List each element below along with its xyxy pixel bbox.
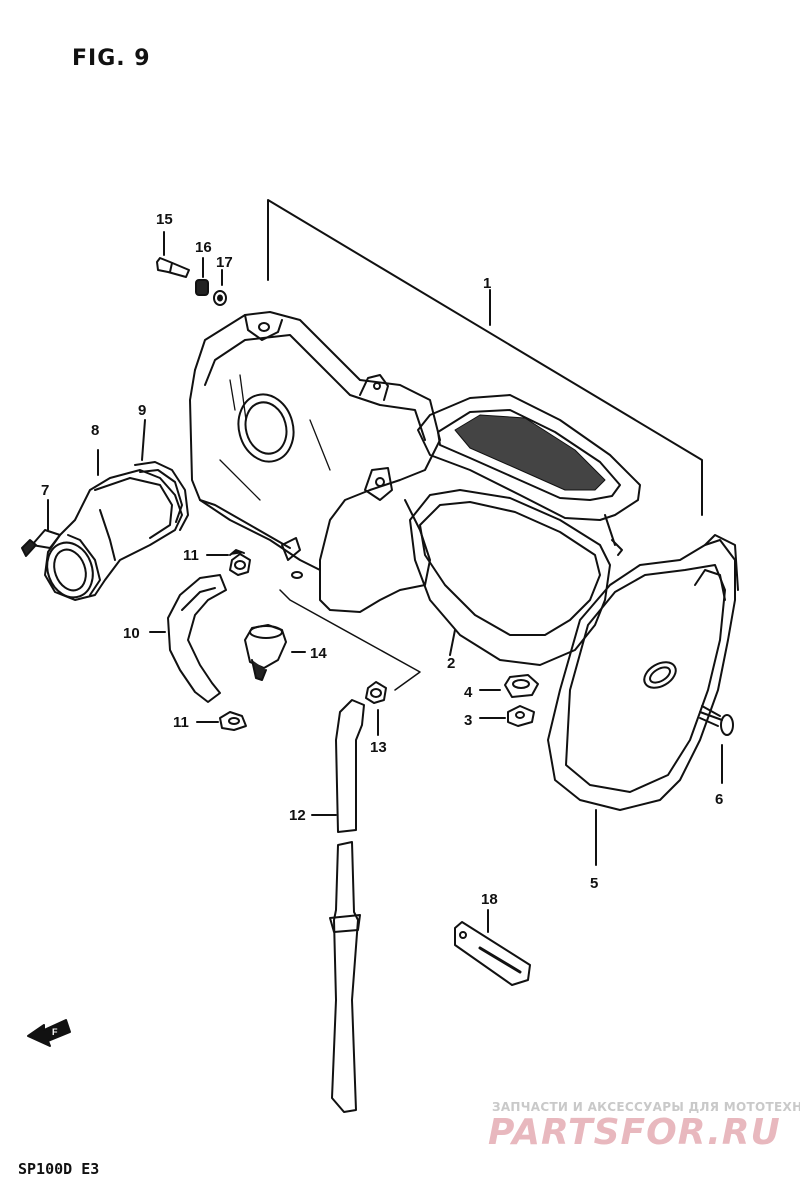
- air-cleaner-cover-5: [547, 534, 739, 866]
- callout-part-11-upper: 11: [183, 547, 199, 564]
- seal-4: [479, 674, 539, 698]
- callout-part-14: 14: [310, 645, 327, 662]
- plate-18: [454, 909, 531, 986]
- direction-arrow-text: F: [52, 1027, 58, 1037]
- callout-part-5: 5: [590, 875, 599, 892]
- callout-part-4: 4: [464, 684, 473, 701]
- callout-part-17: 17: [216, 254, 233, 271]
- air-cleaner-case: [189, 311, 441, 613]
- callout-part-15: 15: [156, 211, 173, 228]
- clamp-9: [134, 419, 189, 531]
- clamp-11-upper: [206, 549, 251, 576]
- callout-part-1: 1: [483, 275, 492, 292]
- assembly-bracket-1: [267, 199, 703, 516]
- air-filter-element-2: [409, 394, 641, 666]
- callout-part-16: 16: [195, 239, 212, 256]
- assembly-guide-lines: [279, 589, 421, 691]
- callout-part-10: 10: [123, 625, 140, 642]
- clamp-7: [21, 499, 61, 557]
- model-label: SP100D E3: [18, 1160, 100, 1178]
- collar-16: [195, 257, 209, 296]
- callout-part-6: 6: [715, 791, 724, 808]
- callout-part-3: 3: [464, 712, 473, 729]
- clamp-11-lower: [196, 711, 247, 731]
- callout-part-8: 8: [91, 422, 100, 439]
- outlet-tube-8: [44, 449, 183, 601]
- callout-part-11-lower: 11: [173, 714, 189, 731]
- washer-17: [213, 269, 227, 306]
- clamp-13: [365, 681, 387, 736]
- bolt-15: [156, 231, 190, 278]
- callout-part-13: 13: [370, 739, 387, 756]
- watermark-logo: PARTSFOR.RU: [488, 1112, 781, 1153]
- screw-6: [699, 705, 734, 784]
- callout-part-7: 7: [41, 482, 50, 499]
- drain-plug-14: [244, 624, 306, 681]
- callout-part-9: 9: [138, 402, 147, 419]
- nut-3: [479, 705, 535, 727]
- hose-10: [149, 574, 227, 703]
- watermark-tagline: ЗАПЧАСТИ И АКСЕССУАРЫ ДЛЯ МОТОТЕХНИКИ: [492, 1100, 800, 1114]
- callout-part-12: 12: [289, 807, 306, 824]
- figure-label: FIG. 9: [72, 46, 151, 71]
- front-direction-arrow: F: [27, 1019, 71, 1047]
- drain-hose-12: [311, 699, 365, 1113]
- callout-part-2: 2: [447, 655, 456, 672]
- callout-part-18: 18: [481, 891, 498, 908]
